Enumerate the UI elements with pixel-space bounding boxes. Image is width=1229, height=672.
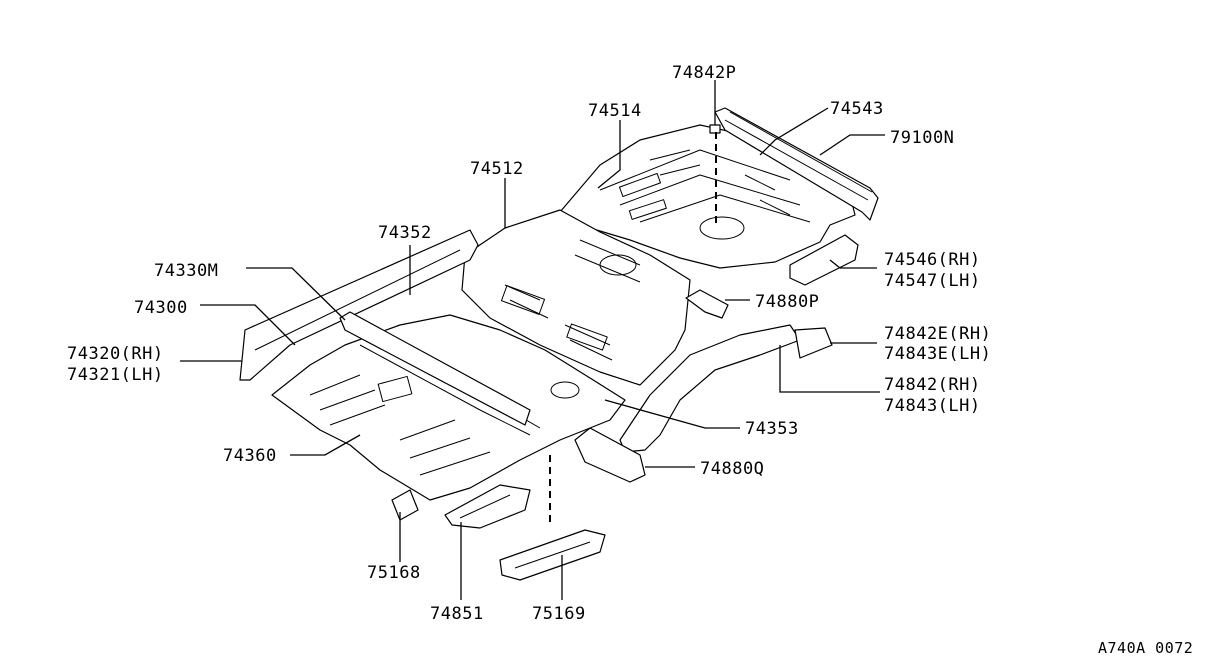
label-74842P: 74842P xyxy=(672,63,736,83)
label-74880P: 74880P xyxy=(755,292,819,312)
label-74851: 74851 xyxy=(430,604,484,624)
rear-side-member-right xyxy=(789,234,859,286)
floor-crossmember xyxy=(339,311,531,426)
tunnel-bracket xyxy=(685,289,729,319)
label-74300: 74300 xyxy=(134,298,188,318)
label-74330M: 74330M xyxy=(154,261,218,281)
label-79100N: 79100N xyxy=(890,128,954,148)
label-74842-rh: 74842(RH) xyxy=(884,375,981,395)
clip-74842P xyxy=(709,124,721,134)
figure-code: A740A 0072 xyxy=(1098,639,1193,657)
label-74543: 74543 xyxy=(830,99,884,119)
label-74360: 74360 xyxy=(223,446,277,466)
front-floor-side-sill xyxy=(239,229,479,381)
side-member-right xyxy=(619,324,833,453)
label-74546-rh: 74546(RH) xyxy=(884,250,981,270)
rear-bracket-74880Q xyxy=(574,427,646,483)
label-74352: 74352 xyxy=(378,223,432,243)
bracket-75168 xyxy=(391,489,419,521)
label-74320-rh: 74320(RH) xyxy=(67,344,164,364)
label-75169: 75169 xyxy=(532,604,586,624)
label-74321-lh: 74321(LH) xyxy=(67,365,164,385)
label-74843-lh: 74843(LH) xyxy=(884,396,981,416)
rear-panel-crossmember xyxy=(714,107,879,221)
dashed-assembly-lines xyxy=(549,132,717,525)
label-74547-lh: 74547(LH) xyxy=(884,271,981,291)
bracket-75169 xyxy=(499,529,606,581)
label-75168: 75168 xyxy=(367,563,421,583)
label-74880Q: 74880Q xyxy=(700,459,764,479)
label-74842E-rh: 74842E(RH) xyxy=(884,324,991,344)
label-74514: 74514 xyxy=(588,101,642,121)
leader-lines xyxy=(180,80,885,600)
center-floor-pan xyxy=(461,209,691,386)
bracket-74851 xyxy=(444,484,531,529)
label-74843E-lh: 74843E(LH) xyxy=(884,344,991,364)
label-74512: 74512 xyxy=(470,159,524,179)
front-floor-pan xyxy=(271,314,626,501)
label-74353: 74353 xyxy=(745,419,799,439)
